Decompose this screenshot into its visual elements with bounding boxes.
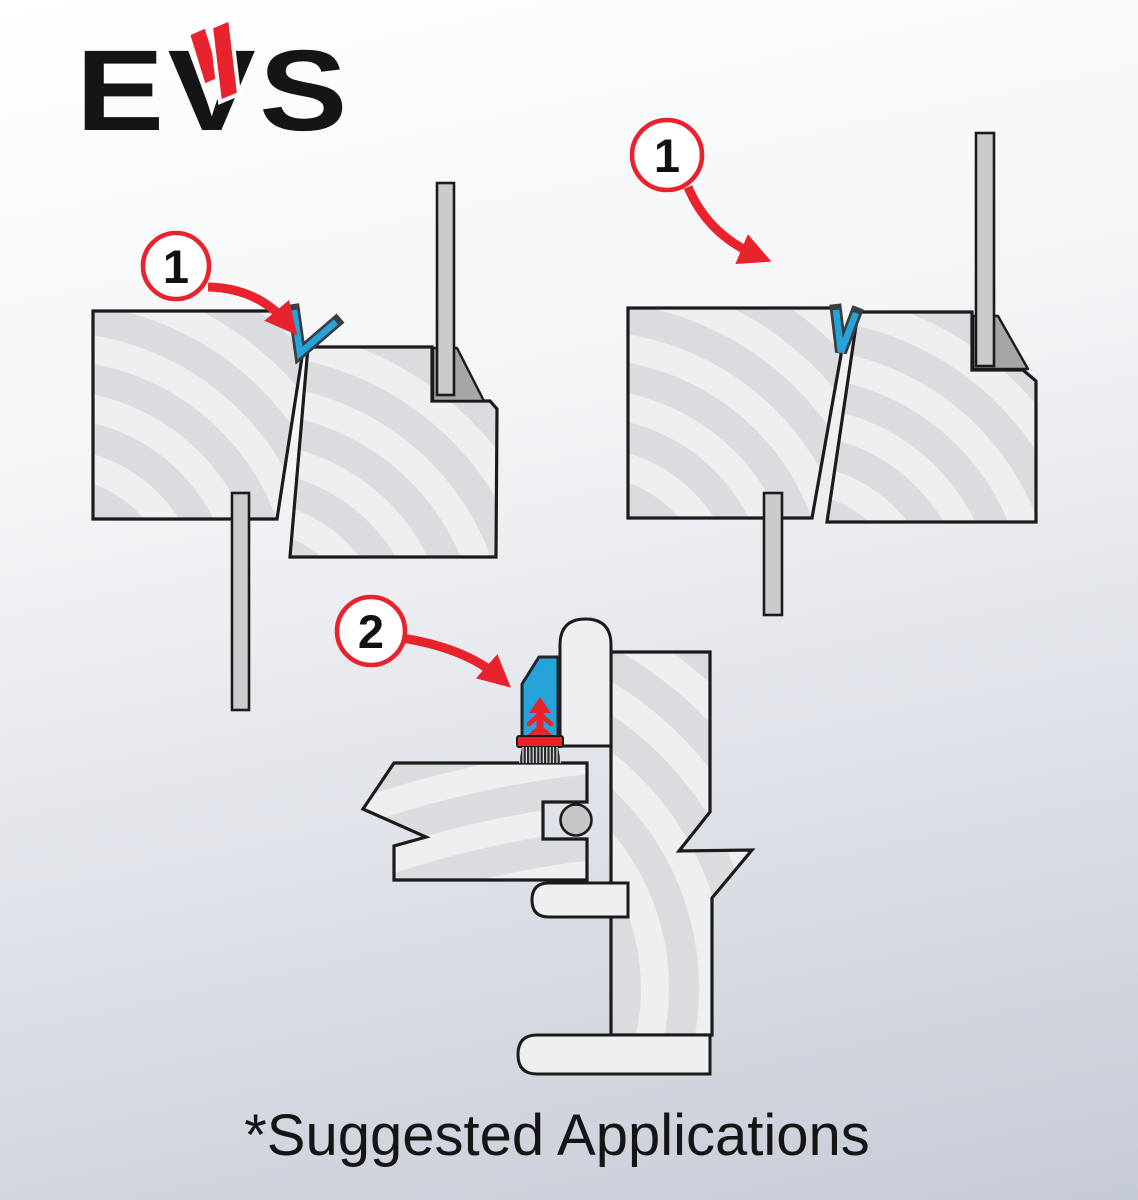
glass-pane-top [974, 131, 996, 368]
brush-bristles [519, 747, 561, 763]
diagram-2-closed-joint [626, 131, 1038, 617]
callout-2: 2 [334, 594, 511, 688]
callout-number: 1 [163, 240, 189, 293]
callout-bubble [334, 594, 408, 668]
glass-pane-bottom [230, 491, 251, 712]
diagram-1-open-joint [91, 181, 499, 712]
callout-arrow [207, 282, 298, 336]
wood-block-left [626, 306, 843, 520]
wood-block-left [91, 309, 304, 521]
roller [559, 803, 593, 837]
retainer-bar [530, 881, 630, 919]
footnote-text: *Suggested Applications [244, 1103, 870, 1168]
glass-pane-top [435, 181, 456, 397]
bottom-rail [516, 1033, 712, 1076]
seal-base-strip [516, 735, 564, 748]
callout-1-left: 1 [140, 230, 298, 336]
glass-pane-bottom [762, 491, 784, 617]
logo-accent-slash-long [208, 16, 242, 105]
v-seal-compressed [829, 303, 864, 355]
callout-bubble [629, 117, 705, 193]
callout-number: 2 [358, 605, 384, 658]
callout-bubble [140, 230, 212, 302]
fir-tree-insert [526, 697, 554, 740]
callout-arrow [683, 185, 772, 265]
diagram-3-brush-seal [361, 617, 754, 1076]
evs-logo: EVS [76, 16, 347, 155]
wood-block-right [825, 310, 1038, 524]
door-stop [558, 617, 613, 748]
callout-arrow [401, 633, 511, 688]
brush-seal [516, 655, 564, 763]
callout-number: 1 [654, 129, 680, 182]
callout-1-right: 1 [629, 117, 772, 265]
